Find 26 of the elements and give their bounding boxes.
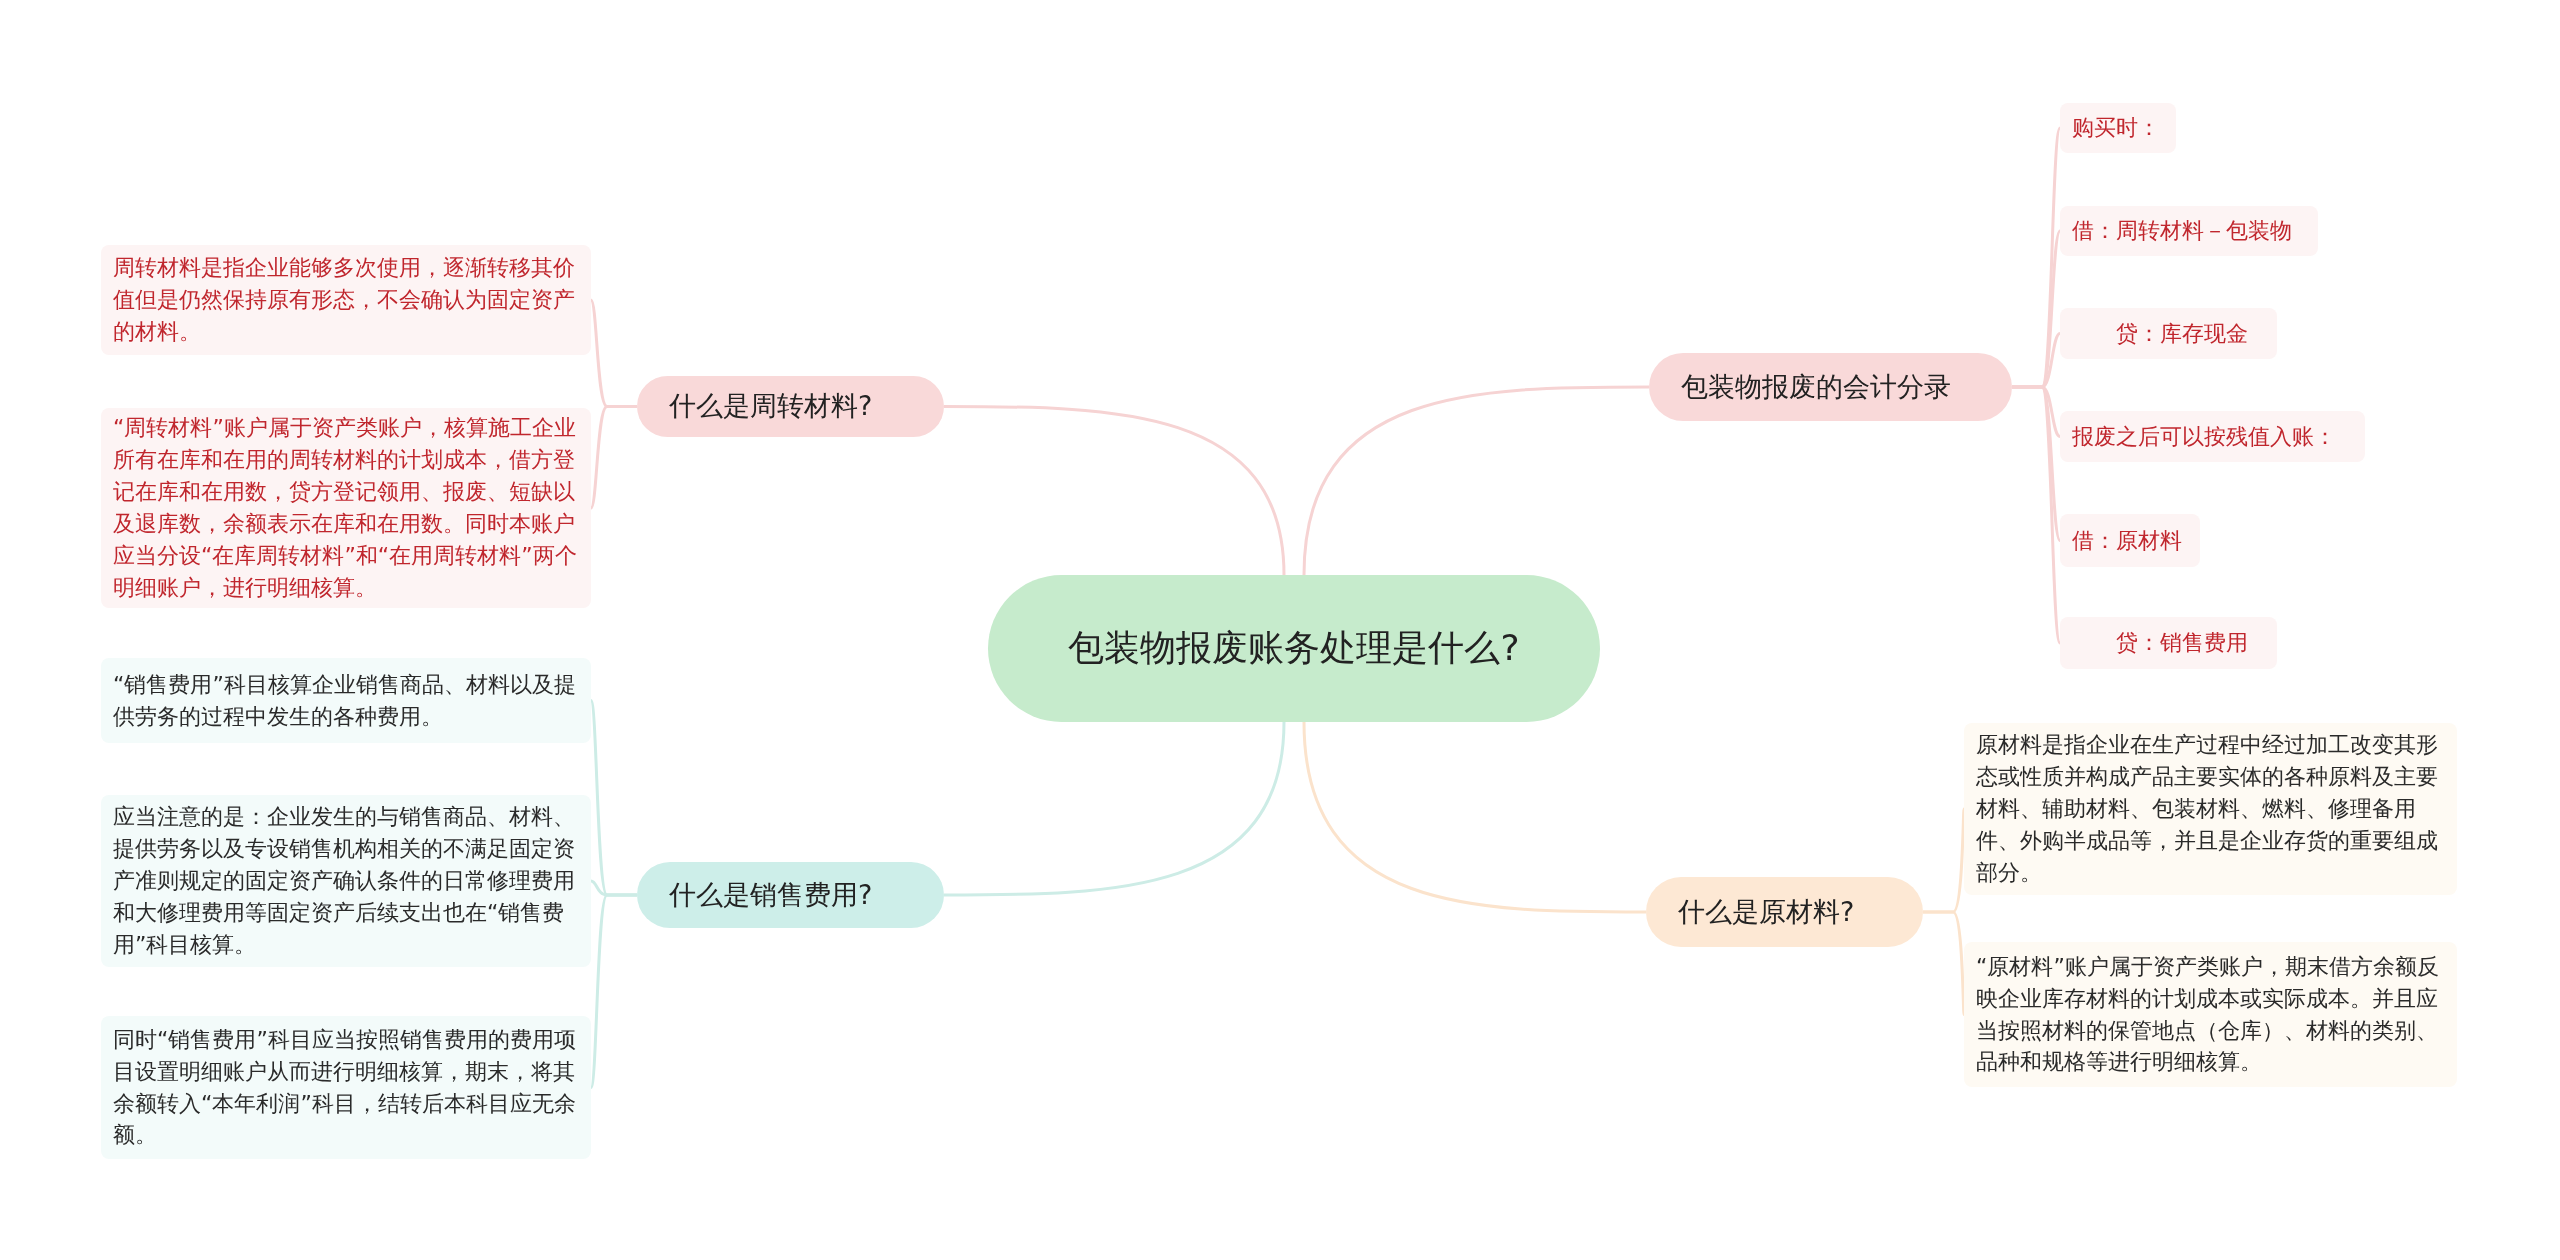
connector-line <box>944 721 1286 897</box>
leaf-note: 贷：库存现金 <box>2060 308 2277 359</box>
leaf-note: “周转材料”账户属于资产类账户，核算施工企业所有在库和在用的周转材料的计划成本，借方登记在库和在用数，贷方登记领用、报废、短缺以及退库数，余额表示在库和在用数。同时本账户应当分设“在库周转材料”和“在用周转材料”两个明细账户，进行明细核算。 <box>101 408 591 608</box>
leaf-note: 原材料是指企业在生产过程中经过加工改变其形态或性质并构成产品主要实体的各种原料及主要材料、辅助材料、包装材料、燃料、修理备用件、外购半成品等，并且是企业存货的重要组成部分。 <box>1964 723 2457 895</box>
connector-line <box>589 405 637 509</box>
leaf-note: 同时“销售费用”科目应当按照销售费用的费用项目设置明细账户从而进行明细核算，期末，将其余额转入“本年利润”科目，结转后本科目应无余额。 <box>101 1016 591 1159</box>
leaf-note: 借：周转材料－包装物 <box>2060 206 2318 256</box>
connector-line <box>589 893 637 1088</box>
leaf-note: “销售费用”科目核算企业销售商品、材料以及提供劳务的过程中发生的各种费用。 <box>101 658 591 743</box>
leaf-note: 周转材料是指企业能够多次使用，逐渐转移其价值但是仍然保持原有形态，不会确认为固定资产的材料。 <box>101 245 591 355</box>
branch-topic: 什么是销售费用? <box>637 862 944 928</box>
connector-line <box>1923 910 1966 1015</box>
branch-topic: 什么是周转材料? <box>637 376 944 437</box>
leaf-note: 报废之后可以按残值入账： <box>2060 411 2365 462</box>
leaf-note: 贷：销售费用 <box>2060 617 2277 669</box>
branch-topic: 包装物报废的会计分录 <box>1649 353 2012 421</box>
connector-line <box>2012 385 2062 644</box>
leaf-note: 应当注意的是：企业发生的与销售商品、材料、提供劳务以及专设销售机构相关的不满足固定资产准则规定的固定资产确认条件的日常修理费用和大修理费用等固定资产后续支出也在“销售费用”科目核算。 <box>101 795 591 967</box>
leaf-note: 购买时： <box>2060 103 2176 153</box>
branch-topic: 什么是原材料? <box>1646 877 1923 947</box>
connector-line <box>944 405 1286 576</box>
leaf-note: 借：原材料 <box>2060 514 2200 567</box>
connector-line <box>1302 385 1649 576</box>
connector-line <box>1302 721 1646 914</box>
leaf-note: “原材料”账户属于资产类账户，期末借方余额反映企业库存材料的计划成本或实际成本。并且应当按照材料的保管地点（仓库）、材料的类别、品种和规格等进行明细核算。 <box>1964 942 2457 1087</box>
central-topic: 包装物报废账务处理是什么? <box>988 575 1600 722</box>
